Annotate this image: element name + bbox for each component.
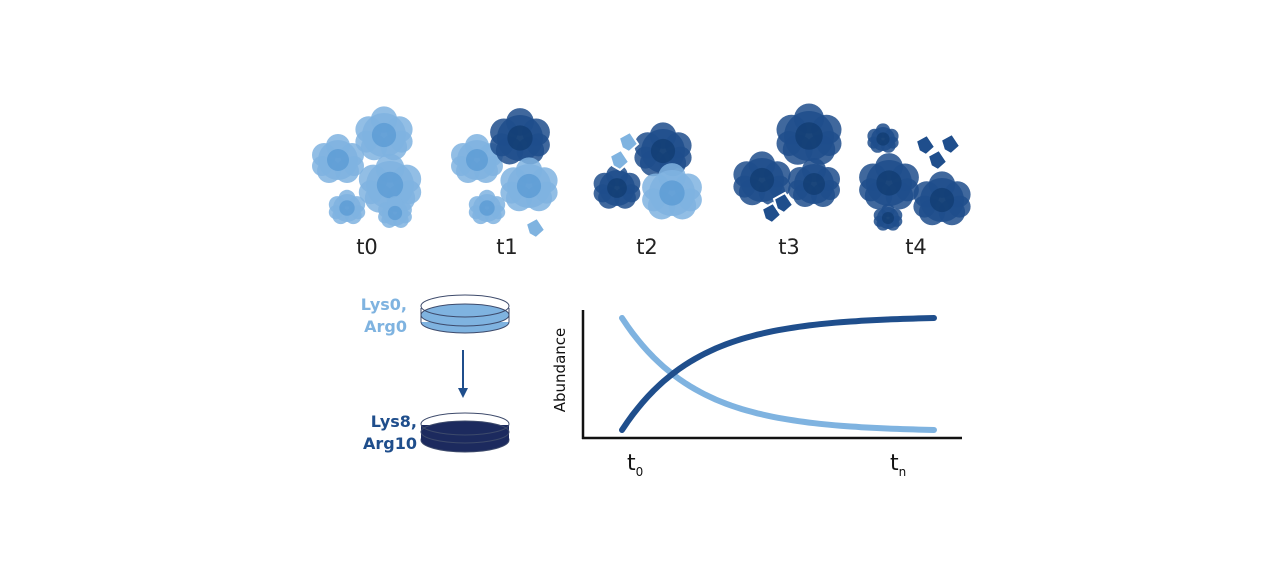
cell-cluster (776, 103, 842, 165)
timepoint-label-t1: t1 (496, 235, 518, 259)
arrow (458, 350, 468, 398)
cell-cluster (490, 108, 550, 165)
cell-cluster (468, 189, 506, 225)
heavy-medium-label: Lys8, Arg10 (363, 412, 417, 453)
cell-cluster (788, 158, 840, 207)
cell-cluster (358, 153, 422, 213)
abundance-chart: Abundance t0 tn (551, 310, 962, 479)
fragment (772, 191, 795, 215)
y-axis-label: Abundance (551, 328, 569, 413)
cell-cluster (355, 106, 413, 161)
cell-clusters (312, 103, 971, 240)
timepoint-label-t2: t2 (636, 235, 658, 259)
cell-cluster (593, 164, 641, 209)
fragment (914, 133, 937, 157)
cell-cluster (634, 122, 692, 177)
cell-cluster (873, 203, 903, 231)
fragment (617, 130, 640, 154)
cell-cluster (867, 123, 899, 153)
x-tick-end: tn (890, 451, 906, 479)
cell-cluster (642, 163, 702, 220)
series-dark-curve (619, 315, 937, 433)
fragment (524, 216, 547, 240)
light-medium-label: Lys0, Arg0 (360, 295, 407, 336)
cell-cluster (859, 153, 919, 210)
fragment (939, 132, 962, 156)
timepoint-label-t0: t0 (356, 235, 378, 259)
heavy-medium-dish (420, 412, 510, 453)
cell-cluster (451, 134, 503, 183)
x-tick-start: t0 (627, 451, 643, 479)
cell-cluster (733, 151, 791, 206)
cell-cluster (500, 157, 558, 212)
timepoint-label-t4: t4 (905, 235, 927, 259)
light-medium-dish (420, 294, 510, 334)
cell-cluster (328, 189, 366, 225)
fragment (926, 148, 949, 172)
cell-cluster (378, 196, 412, 228)
timepoint-label-t3: t3 (778, 235, 800, 259)
cell-cluster (312, 134, 364, 183)
cell-cluster (913, 171, 971, 226)
fragment (608, 148, 631, 172)
